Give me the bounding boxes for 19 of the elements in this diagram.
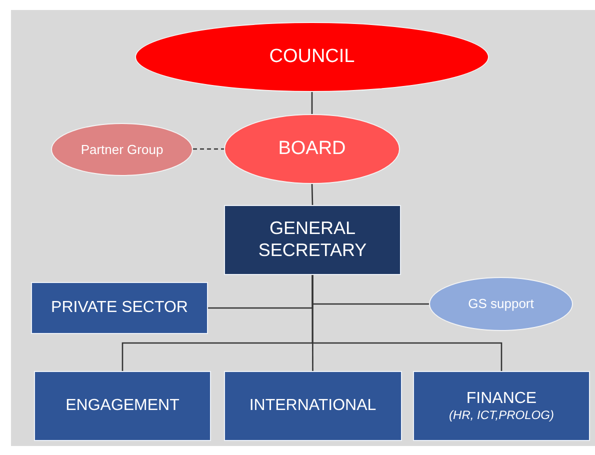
connector-line — [311, 92, 313, 114]
node-title: PRIVATE SECTOR — [51, 298, 188, 318]
connector-line — [193, 148, 224, 150]
node-title: ENGAGEMENT — [66, 396, 180, 416]
department-box — [34, 371, 211, 441]
node-title: COUNCIL — [269, 46, 355, 68]
secretary-box — [224, 205, 401, 275]
connector-line — [311, 184, 314, 206]
node-subtitle: (HR, ICT,PROLOG) — [449, 408, 554, 424]
node-title: GENERAL SECRETARY — [257, 218, 368, 262]
node-title: GS support — [468, 296, 534, 312]
node-title: INTERNATIONAL — [249, 396, 376, 416]
department-box — [413, 371, 590, 441]
node-title: Partner Group — [80, 142, 164, 158]
connector-line — [312, 275, 502, 371]
node-title: BOARD — [278, 138, 346, 160]
node-title: FINANCE — [466, 388, 537, 408]
department-box — [224, 371, 402, 441]
department-box — [31, 282, 208, 334]
